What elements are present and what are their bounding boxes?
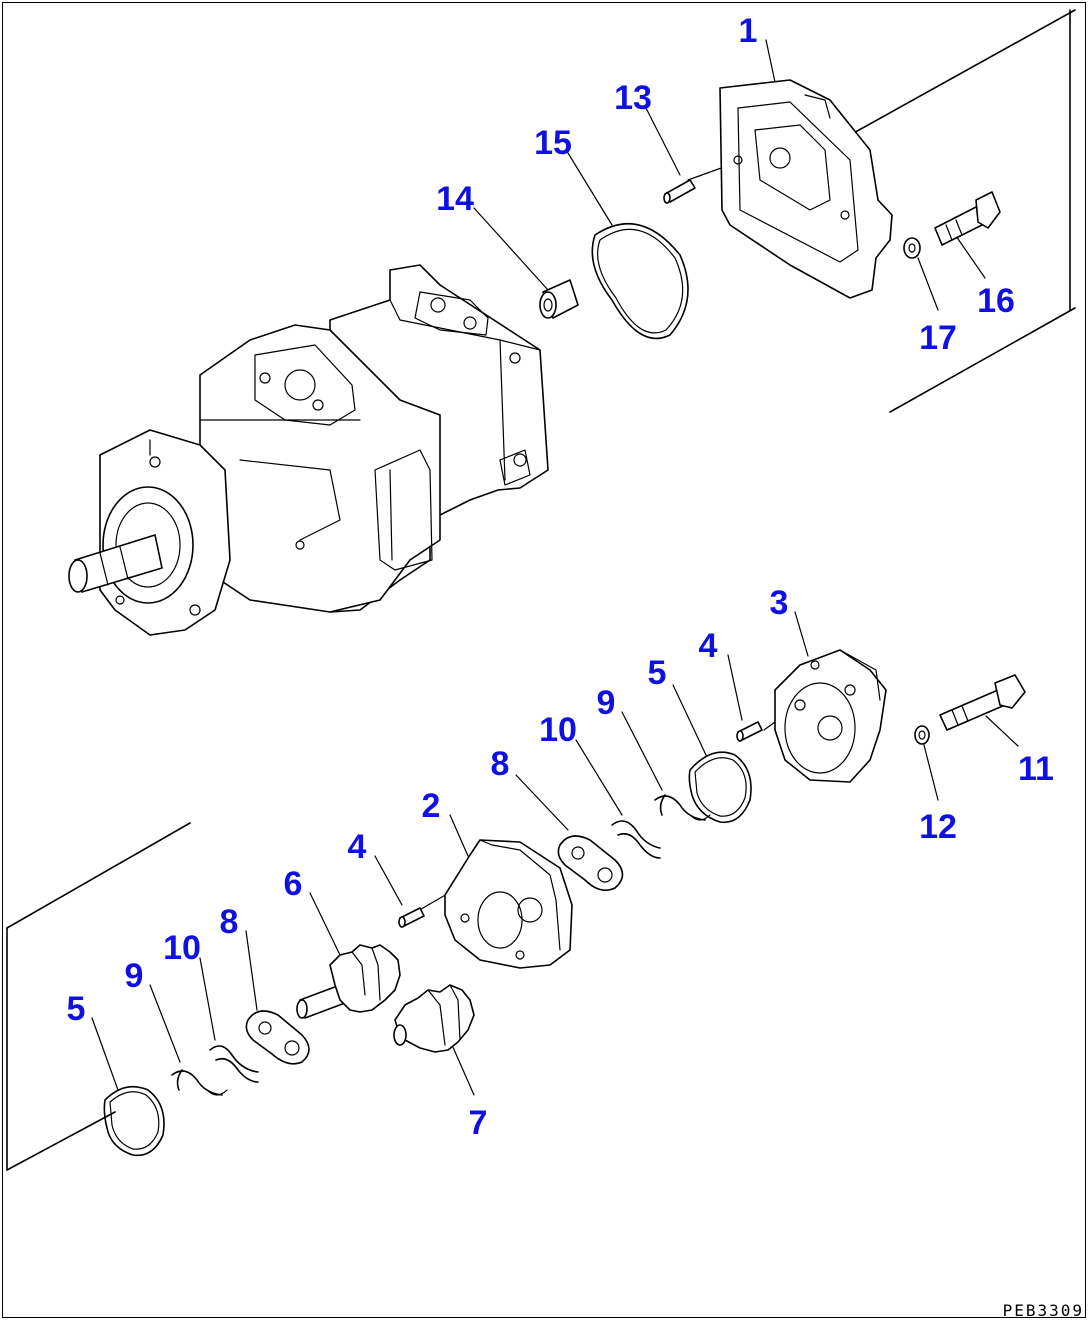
callout-c2: 2 xyxy=(422,787,441,825)
part-8-plate-lower xyxy=(245,1010,310,1065)
part-5-seal-upper xyxy=(688,751,752,824)
part-7-driven-gear xyxy=(393,984,475,1053)
callout-c14: 14 xyxy=(436,180,474,218)
part-2-gear-housing xyxy=(444,839,573,969)
part-14-bushing xyxy=(539,279,579,319)
part-17-washer xyxy=(903,237,921,259)
callout-c12: 12 xyxy=(919,808,957,846)
callout-c8b: 8 xyxy=(220,903,239,941)
main-pump-body xyxy=(68,264,549,636)
part-16-bolt xyxy=(934,191,1001,246)
part-15-o-ring xyxy=(591,222,689,340)
callout-c4b: 4 xyxy=(348,828,367,866)
part-4-pin-lower xyxy=(398,907,425,928)
part-10-seal-upper xyxy=(611,820,661,859)
part-12-washer xyxy=(914,725,930,745)
part-5-seal-lower xyxy=(103,1085,165,1157)
callout-c9b: 9 xyxy=(125,957,144,995)
callout-c15: 15 xyxy=(534,124,572,162)
part-9-backup-ring-lower xyxy=(171,1069,228,1096)
leader-lines xyxy=(91,39,1019,1096)
part-4-pin-upper xyxy=(736,721,763,742)
section-border-lines xyxy=(6,9,1076,1171)
callout-c8a: 8 xyxy=(491,745,510,783)
callout-c1a: 1 xyxy=(739,12,758,50)
callout-c5b: 5 xyxy=(67,990,86,1028)
callout-c4a: 4 xyxy=(699,627,718,665)
callout-c6: 6 xyxy=(284,865,303,903)
callout-c10b: 10 xyxy=(163,929,201,967)
part-6-drive-gear xyxy=(296,944,401,1019)
part-1-cover-plate xyxy=(719,79,893,299)
callout-c11: 11 xyxy=(1018,750,1054,788)
part-9-backup-ring-upper xyxy=(654,794,711,821)
callout-c7: 7 xyxy=(469,1104,488,1142)
callout-c5a: 5 xyxy=(648,654,667,692)
callout-c10a: 10 xyxy=(539,711,577,749)
part-13-dowel-pin xyxy=(663,179,696,204)
callout-c16: 16 xyxy=(977,282,1015,320)
callout-c3: 3 xyxy=(770,584,789,622)
callout-c13: 13 xyxy=(614,79,652,117)
part-8-plate-upper xyxy=(557,835,624,891)
callout-c17: 17 xyxy=(919,319,957,357)
part-10-seal-lower xyxy=(209,1045,259,1083)
part-3-pump-cover xyxy=(774,649,887,783)
drawing-code: PEB3309 xyxy=(1003,1301,1084,1320)
part-11-bolt xyxy=(939,674,1026,731)
callout-c9a: 9 xyxy=(597,684,616,722)
